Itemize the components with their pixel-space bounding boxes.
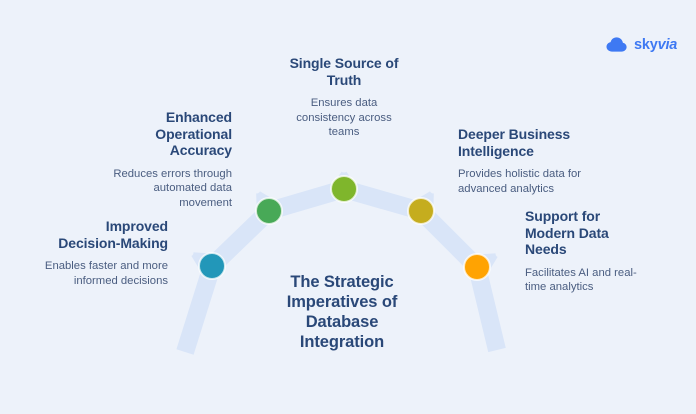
node-dot-support-for-modern-data-needs [463,253,491,281]
node-block-single-source-of-truth: Single Source of Truth Ensures data cons… [282,55,406,140]
node-block-deeper-business-intelligence: Deeper Business Intelligence Provides ho… [458,126,581,196]
logo-text-sky: sky [634,37,658,53]
node-description: Enables faster and more informed decisio… [44,260,168,287]
arc-notch-4 [429,185,438,194]
node-heading: Single Source of Truth [289,55,399,88]
node-heading: Deeper Business Intelligence [458,126,571,159]
node-description: Facilitates AI and real- time analytics [525,266,637,294]
node-dot-deeper-business-intelligence [407,197,435,225]
node-description: Ensures data consistency across teams [296,97,392,138]
node-description: Reduces errors through automated data mo… [113,167,232,209]
arc-notch-3 [340,164,348,173]
arc-notch-1 [185,248,194,257]
node-heading: Enhanced Operational Accuracy [155,109,232,158]
node-dot-improved-decision-making [198,252,226,280]
logo-wordmark: skyvia [634,37,677,53]
arc-notch-2 [252,185,261,194]
page-title: The Strategic Imperatives of Database In… [286,273,398,351]
node-dot-enhanced-operational-accuracy [255,197,283,225]
node-heading: Support for Modern Data Needs [525,208,609,257]
arc-notch-5 [495,249,504,258]
cloud-icon [605,37,629,53]
node-description: Provides holistic data for advanced anal… [458,168,582,195]
skyvia-logo: skyvia [605,37,677,53]
node-block-enhanced-operational-accuracy: Enhanced Operational Accuracy Reduces er… [113,109,232,210]
node-dot-single-source-of-truth [330,175,358,203]
node-heading: Improved Decision-Making [58,218,168,251]
node-block-improved-decision-making: Improved Decision-Making Enables faster … [45,218,168,288]
node-block-support-for-modern-data-needs: Support for Modern Data Needs Facilitate… [525,208,637,295]
logo-text-via: via [657,37,678,53]
